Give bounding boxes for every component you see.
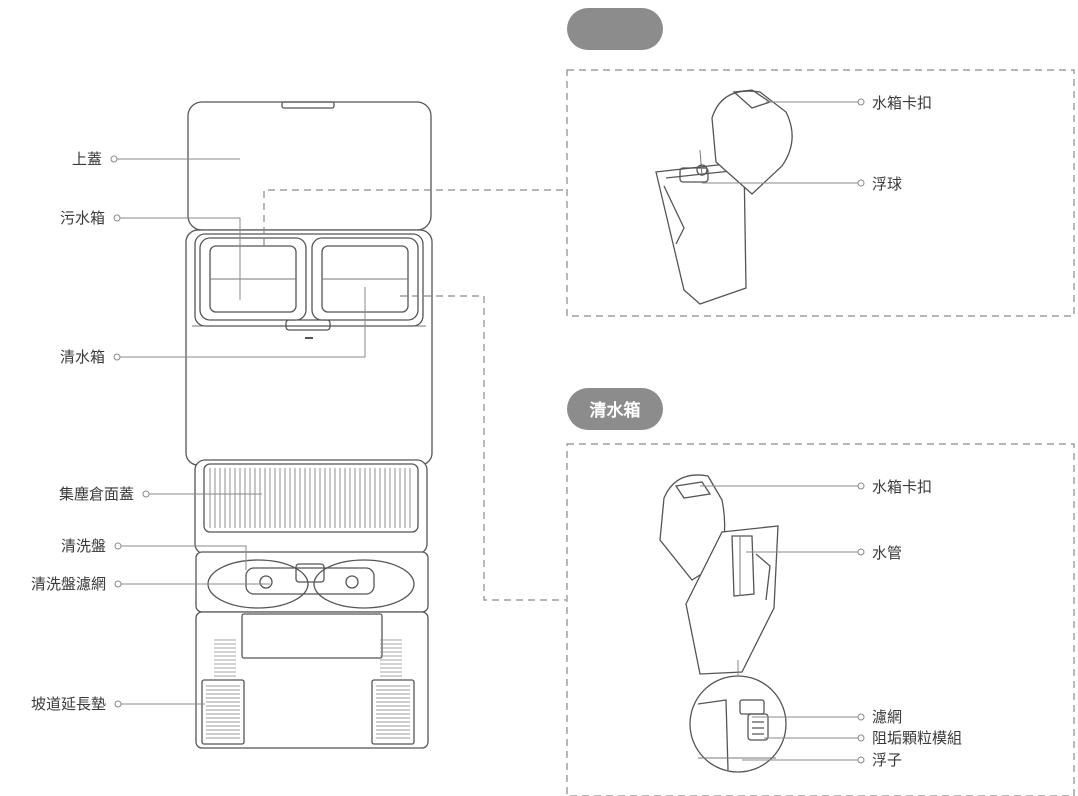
- dirty-tank-panel: 水箱卡扣 浮球: [566, 8, 1075, 317]
- label-dust-bin-cover: 集塵倉面蓋: [59, 485, 134, 503]
- label-float: 浮子: [872, 751, 902, 769]
- clean-tank-panel-badge: [567, 388, 663, 430]
- dashed-connectors: [263, 189, 566, 601]
- dirty-tank-panel-badge: [567, 8, 663, 50]
- label-wash-tray: 清洗盤: [61, 537, 106, 555]
- label-filter-screen: 濾網: [872, 708, 902, 726]
- clean-tank-panel: 清水箱 水箱卡扣 水管 濾網 阻垢顆粒模組 浮子: [566, 388, 1075, 796]
- label-scale-inhibitor-module: 阻垢顆粒模組: [872, 729, 962, 747]
- label-clean-tank: 清水箱: [60, 348, 105, 366]
- station-labels: 上蓋 污水箱 清水箱 集塵倉面蓋 清洗盤 清洗盤濾網 坡道延長墊: [31, 150, 134, 713]
- label-float-ball: 浮球: [872, 175, 902, 193]
- clean-tank-panel-title: 清水箱: [590, 400, 641, 421]
- label-dirty-tank: 污水箱: [60, 209, 105, 227]
- base-station-illustration: [185, 101, 433, 749]
- station-leader-lines: [110, 155, 366, 708]
- label-dirty-tank-latch: 水箱卡扣: [872, 94, 932, 112]
- label-top-cover: 上蓋: [72, 150, 102, 168]
- label-water-pipe: 水管: [872, 544, 902, 562]
- label-wash-tray-filter: 清洗盤濾網: [31, 575, 106, 593]
- label-ramp-extension: 坡道延長墊: [31, 695, 106, 713]
- label-clean-tank-latch: 水箱卡扣: [872, 478, 932, 496]
